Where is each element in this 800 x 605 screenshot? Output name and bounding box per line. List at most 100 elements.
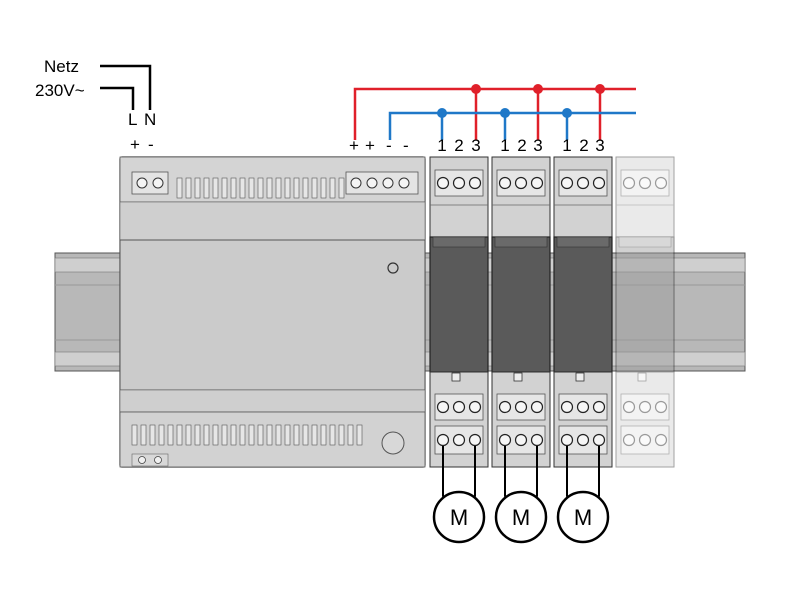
vent-slot xyxy=(212,177,219,199)
positive-bus xyxy=(353,87,636,140)
motor-label: M xyxy=(450,505,468,530)
screw-terminal xyxy=(514,176,528,190)
vent-slot xyxy=(311,424,318,446)
channel-modules xyxy=(429,156,675,468)
vent-slot xyxy=(140,424,147,446)
motor-label: M xyxy=(574,505,592,530)
screw-terminal xyxy=(452,400,466,414)
line-terminal-label: L xyxy=(128,110,138,129)
line-wire xyxy=(100,86,135,110)
module-body xyxy=(553,236,613,373)
screw-terminal xyxy=(576,433,590,447)
vent-slot xyxy=(230,177,237,199)
screw-terminal xyxy=(560,400,574,414)
junction-dot xyxy=(437,108,447,118)
adjust-knob xyxy=(381,431,405,455)
module2-terminal-3-label: 3 xyxy=(533,136,543,155)
module-upper-block xyxy=(491,156,551,238)
indicator xyxy=(513,372,523,382)
body-clip xyxy=(432,236,486,248)
mains-title: Netz xyxy=(44,57,79,76)
screw-terminal xyxy=(592,400,606,414)
vent-slot xyxy=(212,424,219,446)
screw-terminal xyxy=(622,433,636,447)
supply-minus-label: - xyxy=(148,135,154,154)
negative-bus-junctions xyxy=(437,108,572,118)
screw-terminal xyxy=(436,400,450,414)
vent-slot xyxy=(302,177,309,199)
bus-minus-label-1: - xyxy=(386,136,392,155)
bottom-vent-slots xyxy=(131,424,363,446)
negative-bus-wire xyxy=(388,111,636,140)
vent-slot xyxy=(167,424,174,446)
supply-input-terminals xyxy=(131,171,169,195)
channel-module-2 xyxy=(491,156,551,468)
vent-slot xyxy=(239,177,246,199)
module3-terminal-3-label: 3 xyxy=(595,136,605,155)
screw-terminal xyxy=(560,433,574,447)
terminal-block xyxy=(620,169,670,197)
vent-slot xyxy=(338,424,345,446)
vent-slot xyxy=(329,424,336,446)
screw-terminal xyxy=(498,433,512,447)
vent-slot xyxy=(221,177,228,199)
vent-slot xyxy=(194,424,201,446)
vent-slot xyxy=(302,424,309,446)
vent-slot xyxy=(131,424,138,446)
screw-terminal xyxy=(514,400,528,414)
bus-minus-label-2: - xyxy=(403,136,409,155)
terminal-block xyxy=(620,425,670,455)
body-clip xyxy=(494,236,548,248)
screw-terminal xyxy=(498,176,512,190)
vent-slot xyxy=(221,424,228,446)
screw-terminal xyxy=(622,176,636,190)
screw-terminal xyxy=(530,400,544,414)
neutral-wire xyxy=(100,64,152,110)
module-body xyxy=(615,236,675,373)
screw-terminal xyxy=(622,400,636,414)
vent-slot xyxy=(284,177,291,199)
vent-slot xyxy=(329,177,336,199)
channel-module-1 xyxy=(429,156,489,468)
channel-module-3 xyxy=(553,156,613,468)
module-lower-block xyxy=(615,371,675,468)
screw-terminal xyxy=(638,433,652,447)
vent-slot xyxy=(248,424,255,446)
mains-voltage: 230V~ xyxy=(35,81,85,100)
vent-slot xyxy=(230,424,237,446)
vent-slot xyxy=(284,424,291,446)
screw-terminal xyxy=(638,400,652,414)
vent-slot xyxy=(275,177,282,199)
motor-symbol xyxy=(494,490,548,544)
vent-slot xyxy=(338,177,345,199)
bus-plus-label-1: + xyxy=(349,136,359,155)
vent-slot xyxy=(239,424,246,446)
module-upper-block xyxy=(615,156,675,238)
top-vent-slots xyxy=(176,177,345,199)
motor-2: M xyxy=(494,446,548,544)
motor-3: M xyxy=(556,446,610,544)
indicator xyxy=(637,372,647,382)
screw-terminal xyxy=(452,433,466,447)
bottom-small-terminals xyxy=(131,453,169,467)
screw-terminal xyxy=(654,176,668,190)
screw-terminal xyxy=(592,176,606,190)
screw-terminal xyxy=(498,400,512,414)
power-supply-module xyxy=(119,156,426,468)
module1-terminal-1-label: 1 xyxy=(437,136,447,155)
screw-terminal xyxy=(530,176,544,190)
channel-module-placeholder xyxy=(615,156,675,468)
supply-plus-label: + xyxy=(130,135,140,154)
screw-terminal xyxy=(638,176,652,190)
screw-terminal xyxy=(592,433,606,447)
screw-terminal xyxy=(138,456,146,464)
junction-dot xyxy=(500,108,510,118)
bus-plus-label-2: + xyxy=(365,136,375,155)
screw-terminal xyxy=(514,433,528,447)
vent-slot xyxy=(293,424,300,446)
vent-slot xyxy=(176,424,183,446)
screw-terminal xyxy=(530,433,544,447)
vent-slot xyxy=(185,177,192,199)
vent-slot xyxy=(311,177,318,199)
